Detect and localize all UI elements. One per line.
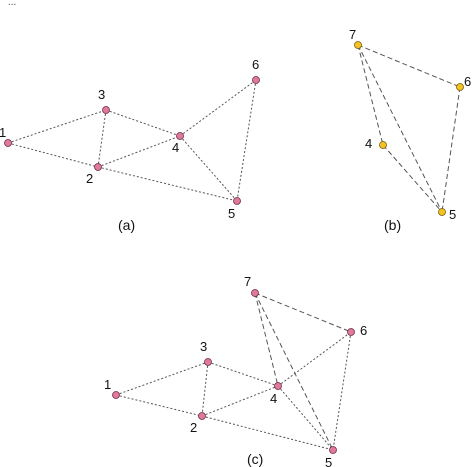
panel-c-edge-7-6: [254, 292, 352, 333]
panel-b-edge-4-5: [382, 144, 443, 213]
panel-a-node-4-label: 4: [172, 140, 179, 155]
panel-b-edge-7-4: [357, 44, 384, 146]
panel-b-node-7: [354, 41, 362, 49]
panel-c-edge-3-4: [207, 361, 279, 387]
panel-c-node-6-label: 6: [360, 323, 367, 338]
panel-c-edge-4-6: [277, 331, 352, 387]
panel-c-node-3-label: 3: [200, 339, 207, 354]
panel-a-edge-1-2: [7, 142, 99, 168]
panel-a-edge-4-5: [179, 135, 238, 202]
panel-a-edge-3-2: [97, 109, 107, 168]
panel-c-node-7-label: 7: [244, 274, 251, 289]
panel-b: 7 6 4 5: [349, 27, 471, 222]
panel-c-edge-1-3: [115, 361, 209, 396]
panel-c-node-2-label: 2: [190, 420, 197, 435]
panel-a-node-2: [94, 163, 102, 171]
panel-c-label: (c): [247, 451, 263, 467]
panel-c-node-5: [329, 446, 337, 454]
top-caption-fragment: ...: [8, 0, 17, 8]
panel-c-edge-3-2: [201, 361, 209, 417]
panel-b-node-6: [456, 83, 464, 91]
panel-a-edge-2-5: [97, 166, 238, 202]
panel-c-node-5-label: 5: [325, 455, 332, 467]
panel-b-node-7-label: 7: [349, 27, 356, 42]
panel-a-node-3: [102, 106, 110, 114]
panel-a-node-1-label: 1: [0, 125, 6, 140]
panel-c-node-7: [251, 289, 259, 297]
panel-c-node-1: [112, 391, 120, 399]
panel-c: 1 2 3 4 5 6 7: [104, 274, 367, 467]
panel-a-edge-2-4: [97, 135, 181, 168]
panel-c-node-3: [204, 358, 212, 366]
panel-b-node-5-label: 5: [449, 207, 456, 222]
panel-c-edge-7-5: [254, 292, 334, 451]
panel-a: 1 2 3 4 5 6: [0, 57, 260, 221]
panel-c-node-2: [198, 412, 206, 420]
panel-b-edge-6-5: [441, 86, 461, 213]
panel-a-node-4: [176, 132, 184, 140]
panel-a-edge-4-6: [179, 79, 257, 137]
panel-c-edge-2-4: [201, 385, 279, 417]
panel-a-node-5-label: 5: [228, 206, 235, 221]
panel-c-edge-1-2: [115, 394, 203, 417]
panel-a-node-3-label: 3: [98, 87, 105, 102]
panel-b-node-4: [379, 141, 387, 149]
panel-a-node-6: [252, 76, 260, 84]
panel-a-node-1: [4, 139, 12, 147]
panel-a-edge-1-3: [7, 109, 107, 144]
panel-b-node-5: [438, 208, 446, 216]
panel-b-edge-7-6: [357, 44, 461, 88]
panel-a-node-5: [233, 197, 241, 205]
panel-b-node-6-label: 6: [464, 74, 471, 89]
panel-c-node-4-label: 4: [270, 391, 277, 406]
panel-c-edge-7-4: [254, 292, 279, 387]
panel-a-edge-3-4: [105, 109, 181, 137]
panel-a-node-2-label: 2: [86, 171, 93, 186]
panel-a-node-6-label: 6: [252, 57, 259, 72]
panel-b-label: (b): [384, 217, 401, 233]
panel-a-label: (a): [118, 217, 135, 233]
panel-a-edge-6-5: [236, 79, 257, 202]
panel-c-edge-2-5: [201, 415, 334, 451]
panel-c-node-4: [274, 382, 282, 390]
panel-c-node-1-label: 1: [104, 377, 111, 392]
panel-c-edge-6-5: [332, 331, 352, 451]
panel-b-edge-7-5: [357, 44, 443, 213]
panel-c-node-6: [347, 328, 355, 336]
panel-b-node-4-label: 4: [365, 136, 372, 151]
